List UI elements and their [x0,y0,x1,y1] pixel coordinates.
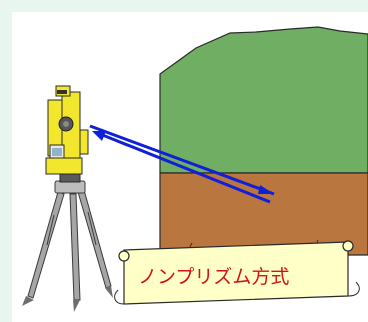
tripod [22,189,113,312]
grass-terrain [159,26,368,174]
beam-return [99,132,271,204]
soil-layer [159,172,368,256]
method-label: ノンプリズム方式 [138,266,290,288]
tripod-head [54,180,86,194]
beam-outgoing [89,124,275,196]
label-scroll [114,240,360,305]
total-station [45,85,89,175]
laser-beams [89,124,275,204]
